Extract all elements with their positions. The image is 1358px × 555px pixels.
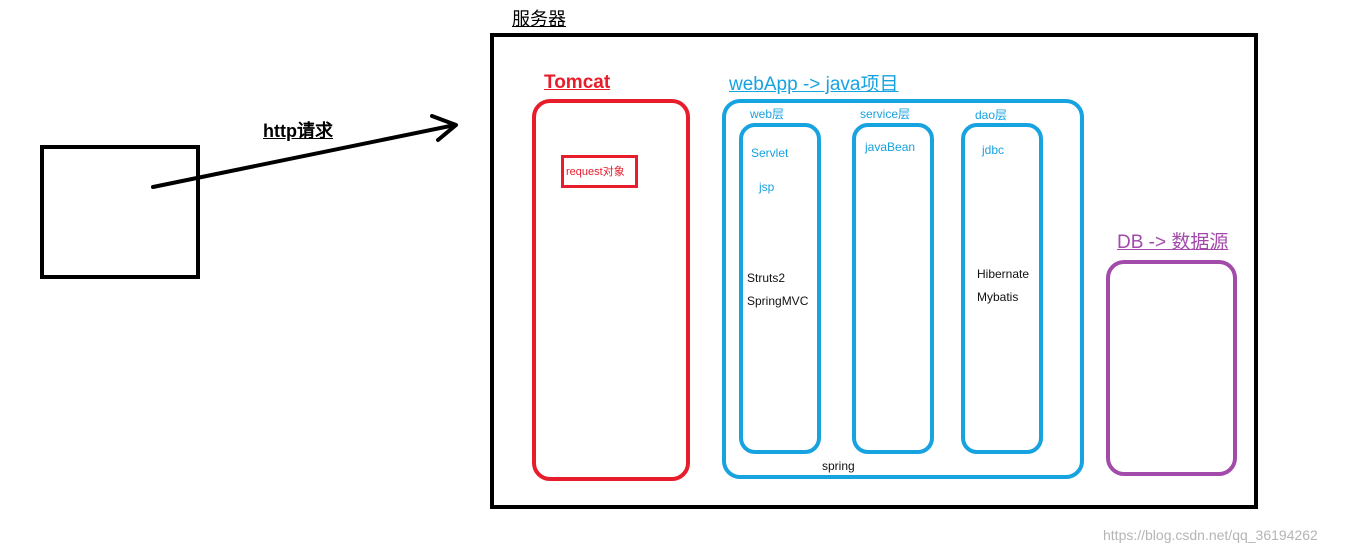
tomcat-title: Tomcat xyxy=(544,72,611,93)
service-layer-box xyxy=(852,123,934,454)
mybatis-label: Mybatis xyxy=(977,290,1019,304)
web-layer-title: web层 xyxy=(750,107,785,121)
spring-label: spring xyxy=(822,459,855,473)
client-box xyxy=(40,145,200,279)
dao-layer-box xyxy=(961,123,1043,454)
jsp-label: jsp xyxy=(759,180,775,194)
javabean-label: javaBean xyxy=(865,140,916,154)
watermark: https://blog.csdn.net/qq_36194262 xyxy=(1103,527,1318,543)
jdbc-label: jdbc xyxy=(982,143,1005,157)
db-box xyxy=(1106,260,1237,476)
hibernate-label: Hibernate xyxy=(977,267,1030,281)
request-object-label: request对象 xyxy=(566,166,625,178)
server-title: 服务器 xyxy=(512,9,566,29)
webapp-box xyxy=(722,99,1084,479)
request-object-box xyxy=(561,155,638,188)
webapp-title: webApp -> java项目 xyxy=(729,74,899,95)
springmvc-label: SpringMVC xyxy=(747,294,809,308)
servlet-label: Servlet xyxy=(751,146,789,160)
dao-layer-title: dao层 xyxy=(975,108,1008,122)
db-title: DB -> 数据源 xyxy=(1117,232,1229,253)
http-request-label: http请求 xyxy=(263,121,333,141)
server-box xyxy=(490,33,1258,509)
struts2-label: Struts2 xyxy=(747,271,786,285)
service-layer-title: service层 xyxy=(860,107,911,121)
web-layer-box xyxy=(739,123,821,454)
tomcat-box xyxy=(532,99,690,481)
